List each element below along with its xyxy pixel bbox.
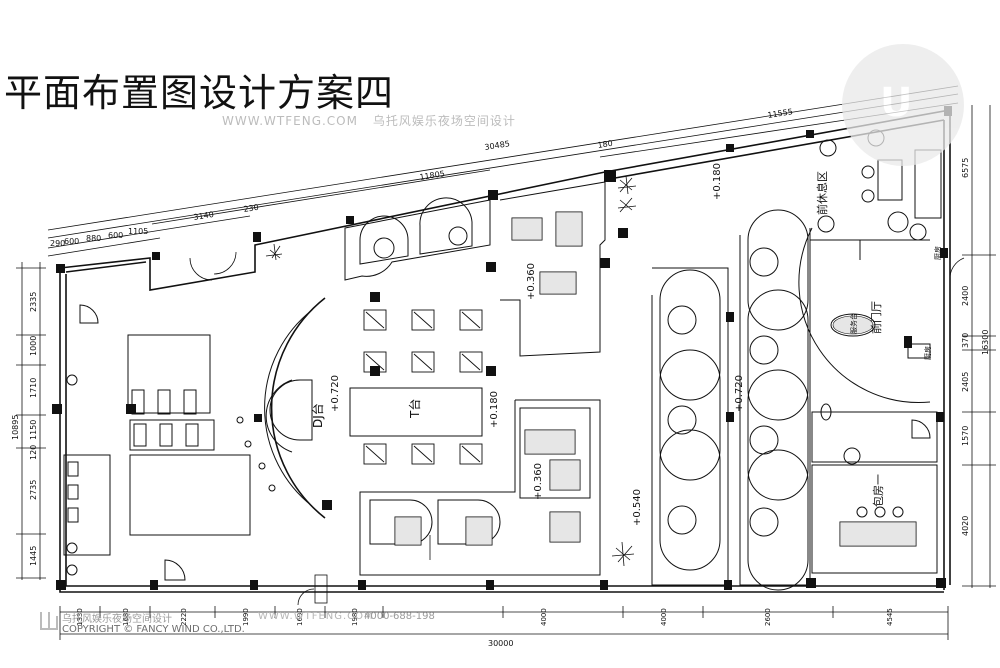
- dim-bottom: 1980: [351, 608, 359, 626]
- door-label: 厨房: [923, 346, 932, 360]
- dim-bottom: 4545: [886, 608, 894, 626]
- doors: [189, 251, 965, 606]
- dim-chain: 290: [50, 239, 65, 248]
- door-label: 厨房: [933, 246, 942, 260]
- watermark-line: WWW.WTFENG.COM 乌托风娱乐夜场空间设计: [222, 112, 516, 129]
- booth-column-right: [739, 209, 811, 591]
- right-dimension-lines: [962, 105, 996, 588]
- reception-label: 服务台: [849, 313, 858, 334]
- footer-site: WWW.WTFENG.COM: [258, 611, 374, 622]
- plant-symbols: [265, 175, 637, 567]
- dim-230: 230: [243, 203, 260, 214]
- level-marker: +0.360: [533, 463, 544, 500]
- dim-right: 370: [961, 333, 970, 348]
- watermark-site: WWW.WTFENG.COM: [222, 114, 358, 128]
- top-dimension-lines: [47, 85, 959, 257]
- bottom-dimension-labels: 1330 1680 2220 1990 1690 1980 4000 4000 …: [76, 608, 894, 648]
- dim-chain: 880: [86, 234, 101, 243]
- lounge-area: [798, 129, 942, 403]
- company-logo-icon: [40, 610, 58, 632]
- toilet-block: [63, 304, 251, 581]
- dim-right: 4020: [961, 516, 970, 536]
- structural-columns: [52, 106, 952, 590]
- level-marker: +0.720: [330, 375, 341, 412]
- level-marker: +0.720: [734, 375, 745, 412]
- top-dimension-labels: 30485 11555 11805 180 3140 230 290 600 8…: [50, 107, 793, 248]
- dim-bottom: 1330: [76, 608, 84, 626]
- dim-right: 2405: [961, 372, 970, 392]
- booth-column-left: [651, 267, 729, 586]
- t-stage-label: T台: [407, 399, 422, 419]
- dim-right: 2400: [961, 286, 970, 306]
- dim-left: 2735: [29, 480, 38, 500]
- level-marker: +0.360: [526, 263, 537, 300]
- dim-right-total: 16300: [981, 330, 990, 355]
- dim-bottom-total: 30000: [488, 639, 513, 648]
- dim-bottom: 4000: [540, 608, 548, 626]
- level-marker: +0.180: [489, 391, 500, 428]
- dim-left: 1445: [29, 546, 38, 566]
- t-stage: [349, 387, 483, 437]
- footer-copyright: COPYRIGHT © FANCY WIND CO.,LTD.: [62, 624, 245, 635]
- dim-chain: 600: [108, 231, 123, 240]
- level-marker: +0.180: [712, 163, 723, 200]
- footer-phone: 4000-688-198: [364, 611, 435, 622]
- dim-3140: 3140: [193, 210, 215, 222]
- dim-bottom: 1680: [122, 608, 130, 626]
- dim-right: 6575: [961, 158, 970, 178]
- vip-label: 包房一: [872, 474, 885, 507]
- left-dimension-labels: 2335 1000 1710 1150 2735 1445 10895 120: [11, 292, 38, 566]
- page-title: 平面布置图设计方案四: [4, 71, 395, 115]
- dim-small: 180: [597, 139, 614, 150]
- dim-left-total: 10895: [11, 415, 20, 440]
- dim-bottom: 4000: [660, 608, 668, 626]
- dim-left: 1000: [29, 336, 38, 356]
- dim-bottom: 1690: [296, 608, 304, 626]
- dim-chain: 1105: [128, 227, 148, 236]
- lounge-label: 前休息区: [815, 171, 829, 215]
- dim-right: 11555: [767, 107, 794, 120]
- dim-bottom: 1990: [242, 608, 250, 626]
- watermark-circle: U: [842, 44, 964, 166]
- table-grid: [363, 309, 483, 465]
- right-dimension-labels: 6575 2400 370 2405 1570 4020 16300: [961, 158, 990, 536]
- dim-mid: 11805: [419, 169, 446, 182]
- dim-left: 1150: [29, 420, 38, 440]
- bottom-dimension-lines: [59, 606, 949, 640]
- dim-bottom: 2600: [764, 608, 772, 626]
- dim-left: 2335: [29, 292, 38, 312]
- dim-left: 1710: [29, 378, 38, 398]
- level-markers: +0.720 +0.180 +0.360 +0.360 +0.540 +0.72…: [330, 163, 745, 526]
- dim-bottom: 2220: [180, 608, 188, 626]
- room-labels: DJ台 T台 前休息区 前门厅 包房一 服务台 厨房 厨房: [310, 171, 942, 507]
- level-marker: +0.540: [632, 489, 643, 526]
- dj-stage: [236, 297, 326, 519]
- footer-company-cn: 乌托风娱乐夜场空间设计: [62, 614, 172, 625]
- hatched-tables: [394, 211, 917, 547]
- dim-overall: 30485: [484, 139, 511, 152]
- watermark-circle-mark: U: [880, 80, 913, 126]
- dim-right: 1570: [961, 426, 970, 446]
- lobby-label: 前门厅: [869, 301, 883, 334]
- dj-label: DJ台: [310, 403, 325, 428]
- dim-left-mid: 120: [29, 445, 38, 460]
- dim-chain: 600: [64, 237, 79, 246]
- watermark-cn: 乌托风娱乐夜场空间设计: [372, 114, 516, 128]
- left-dimension-lines: [16, 262, 46, 580]
